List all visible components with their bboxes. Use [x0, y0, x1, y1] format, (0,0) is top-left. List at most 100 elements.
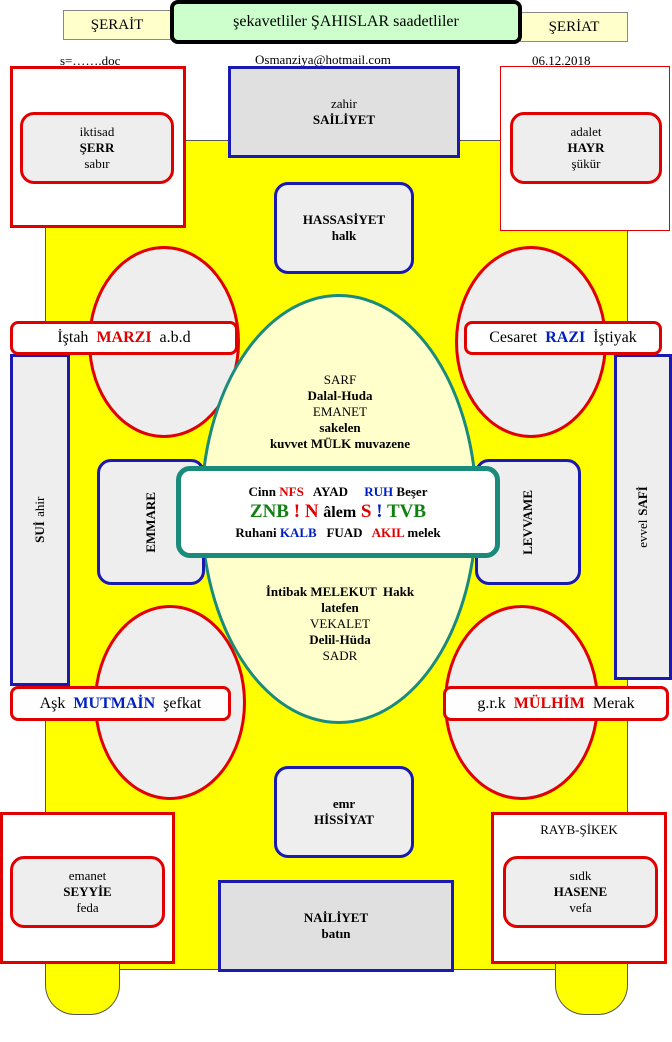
- razi-word: RAZI: [545, 329, 586, 346]
- bottom-left-line2: SEYYİE: [63, 884, 112, 899]
- center-r3-a: Ruhani: [235, 524, 277, 540]
- sui-sub: ahir: [32, 497, 47, 518]
- center-lower-l1: İntibak MELEKUT Hakk: [265, 584, 415, 599]
- title-box: şekavetliler ŞAHISLAR saadetliler: [170, 0, 522, 44]
- center-lower-l2: latefen: [321, 600, 359, 615]
- center-r3-c: FUAD: [326, 524, 363, 540]
- marzi-word: MARZI: [96, 329, 152, 346]
- date: 06.12.2018: [532, 53, 591, 68]
- right-tab: ŞERİAT: [520, 12, 628, 42]
- center-r3-d: AKIL: [371, 524, 405, 540]
- top-left-line1: iktisad: [79, 124, 115, 139]
- hissiyat-box: emr HİSSİYAT: [274, 766, 414, 858]
- top-left-line3: sabır: [84, 156, 110, 171]
- mulhim-bar-text: g.r.k MÜLHİM Merak: [477, 695, 634, 713]
- sui-box: SUİ ahir: [10, 354, 70, 686]
- center-r3-e: melek: [407, 524, 441, 540]
- center-row1: Cinn NFS AYAD RUH Beşer: [249, 484, 428, 500]
- center-row2: ZNB ! N âlem S ! TVB: [250, 500, 426, 525]
- razi-pre: Cesaret: [489, 329, 538, 346]
- top-right-box: adalet HAYR şükür: [510, 112, 662, 184]
- left-tab-text: ŞERAİT: [90, 17, 144, 33]
- mutmain-word: MUTMAİN: [73, 694, 156, 712]
- hissiyat-line1: emr: [332, 796, 356, 811]
- bottom-center-line1: NAİLİYET: [303, 910, 369, 925]
- center-lower-text: İntibak MELEKUT Hakk latefen VEKALET Del…: [230, 578, 450, 670]
- title-text: şekavetliler ŞAHISLAR saadetliler: [233, 13, 459, 30]
- top-right-line2: HAYR: [567, 140, 605, 155]
- center-box: Cinn NFS AYAD RUH Beşer ZNB ! N âlem S !…: [176, 466, 500, 558]
- bottom-left-line3: feda: [76, 900, 99, 915]
- center-upper-text: SARF Dalal-Huda EMANET sakelen kuvvet MÜ…: [230, 366, 450, 458]
- center-r1-a: Cinn: [248, 483, 276, 499]
- top-center-line1: zahir: [331, 96, 357, 111]
- center-r2-c: N: [304, 500, 319, 522]
- center-r1-d: RUH: [364, 483, 394, 499]
- top-left-box: iktisad ŞERR sabır: [20, 112, 174, 184]
- left-tab: ŞERAİT: [63, 10, 171, 40]
- center-upper-l1: SARF: [323, 372, 357, 387]
- top-center-box: zahir SAİLİYET: [228, 66, 460, 158]
- razi-bar: Cesaret RAZI İştiyak: [464, 321, 662, 355]
- center-upper-l2: Dalal-Huda: [307, 388, 373, 403]
- mulhim-post: Merak: [592, 694, 635, 712]
- safi-text: evvel SAFİ: [634, 486, 652, 548]
- sui-text: SUİ ahir: [31, 497, 49, 543]
- bottom-left-line1: emanet: [68, 868, 107, 883]
- hissiyat-line2: HİSSİYAT: [314, 812, 374, 827]
- marzi-bar-text: İştah MARZI a.b.d: [57, 329, 190, 347]
- bottom-center-box: NAİLİYET batın: [218, 880, 454, 972]
- center-r1-c: AYAD: [312, 483, 349, 499]
- center-lower-l3: VEKALET: [310, 616, 370, 631]
- marzi-pre: İştah: [57, 329, 89, 346]
- center-row3: Ruhani KALB FUAD AKIL melek: [235, 525, 440, 541]
- right-tab-text: ŞERİAT: [548, 19, 600, 35]
- marzi-bar: İştah MARZI a.b.d: [10, 321, 238, 355]
- safi-sub: evvel: [635, 519, 650, 548]
- top-center-line2: SAİLİYET: [312, 112, 376, 127]
- top-right-line3: şükür: [571, 156, 601, 171]
- safi-word: SAFİ: [635, 486, 650, 516]
- center-upper-l4: sakelen: [319, 420, 361, 435]
- levvame-text: LEVVAME: [520, 489, 535, 555]
- mulhim-pre: g.r.k: [477, 694, 506, 712]
- center-r2-f: !: [376, 500, 383, 522]
- razi-bar-text: Cesaret RAZI İştiyak: [489, 329, 637, 347]
- yellow-bottom-tab-right: [555, 960, 628, 1015]
- top-right-line1: adalet: [570, 124, 602, 139]
- mulhim-bar: g.r.k MÜLHİM Merak: [443, 686, 669, 721]
- razi-post: İştiyak: [593, 329, 637, 346]
- mutmain-bar: Aşk MUTMAİN şefkat: [10, 686, 231, 721]
- bottom-center-line2: batın: [321, 926, 351, 941]
- center-lower-l4: Delil-Hüda: [309, 632, 371, 647]
- emmare-text: EMMARE: [143, 491, 158, 553]
- yellow-bottom-tab-left: [45, 960, 120, 1015]
- mulhim-word: MÜLHİM: [513, 694, 585, 712]
- mutmain-post: şefkat: [163, 694, 202, 712]
- center-upper-l3: EMANET: [312, 404, 368, 419]
- sui-word: SUİ: [32, 521, 47, 543]
- bottom-right-line3: vefa: [569, 900, 592, 915]
- top-left-line2: ŞERR: [79, 140, 115, 155]
- center-r2-g: TVB: [387, 500, 427, 522]
- center-r1-e: Beşer: [396, 483, 428, 499]
- bottom-right-line2: HASENE: [553, 884, 608, 899]
- marzi-post: a.b.d: [159, 329, 191, 346]
- hassasiyet-box: HASSASİYET halk: [274, 182, 414, 274]
- safi-box: evvel SAFİ: [614, 354, 672, 680]
- center-r2-b: !: [293, 500, 301, 522]
- mutmain-bar-text: Aşk MUTMAİN şefkat: [40, 695, 202, 713]
- hassasiyet-line2: halk: [331, 228, 357, 243]
- center-r2-a: ZNB: [249, 500, 289, 522]
- hassasiyet-line1: HASSASİYET: [302, 212, 386, 227]
- bottom-right-caption: RAYB-ŞİKEK: [540, 822, 618, 837]
- center-lower-l5: SADR: [322, 648, 358, 663]
- center-r2-e: S: [360, 500, 372, 522]
- file-name: s=…….doc: [60, 53, 121, 68]
- bottom-left-box: emanet SEYYİE feda: [10, 856, 165, 928]
- bottom-right-box: sıdk HASENE vefa: [503, 856, 658, 928]
- email: Osmanziya@hotmail.com: [255, 52, 391, 67]
- center-upper-l5: kuvvet MÜLK muvazene: [269, 436, 411, 451]
- center-r2-d: âlem: [323, 503, 357, 521]
